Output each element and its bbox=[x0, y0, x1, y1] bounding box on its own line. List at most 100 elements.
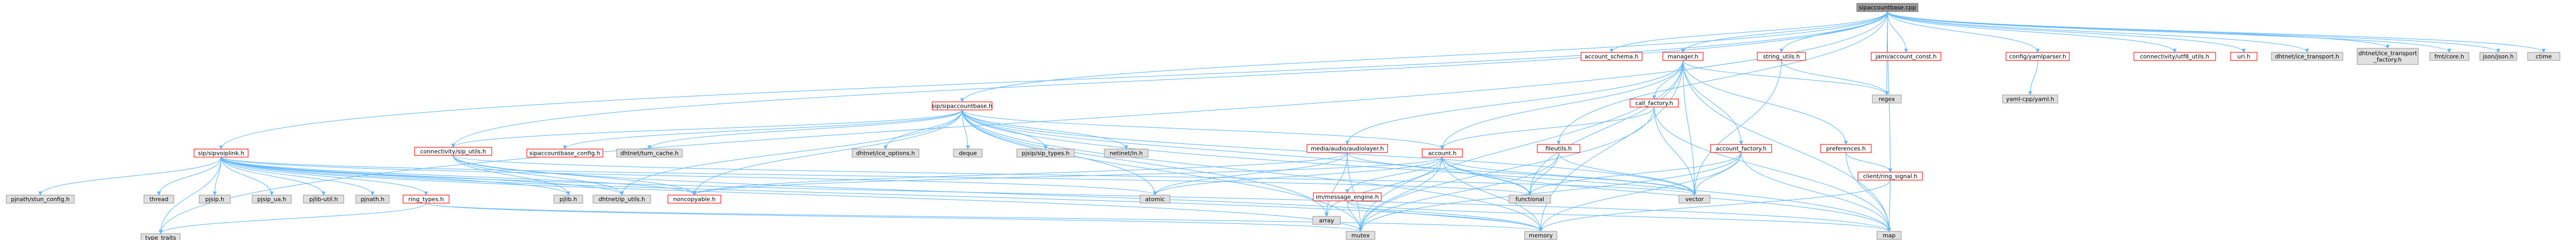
node-manager_h[interactable]: manager.h bbox=[1662, 52, 1704, 61]
edge-fileutils_h-to-mutex bbox=[1358, 152, 1559, 232]
node-box bbox=[2002, 94, 2058, 104]
node-im_message_engine_h[interactable]: im/message_engine.h bbox=[1313, 192, 1382, 201]
edge-preferences_h-to-map bbox=[1845, 152, 1891, 232]
edge-account_factory_h-to-mutex bbox=[1358, 152, 1742, 232]
edge-connectivity_sip_utils_h-to-pjlib_h bbox=[453, 155, 571, 196]
edge-account_h-to-noncopyable_h bbox=[692, 157, 1443, 196]
node-label: account_schema.h bbox=[1585, 54, 1638, 60]
node-pjlib_h: pjlib.h bbox=[553, 195, 583, 204]
node-box bbox=[1580, 52, 1643, 61]
node-box bbox=[1662, 52, 1704, 61]
node-box bbox=[1710, 144, 1772, 153]
node-label: account.h bbox=[1428, 151, 1456, 157]
node-sipaccountbase_cpp: sipaccountbase.cpp bbox=[1856, 3, 1918, 12]
node-string_utils_h[interactable]: string_utils.h bbox=[1757, 52, 1806, 61]
node-ring_types_h[interactable]: ring_types.h bbox=[402, 195, 450, 204]
node-noncopyable_h[interactable]: noncopyable.h bbox=[667, 195, 721, 204]
node-label: json/json.h bbox=[2482, 54, 2514, 60]
node-box bbox=[1757, 52, 1806, 61]
edge-string_utils_h-to-vector bbox=[1692, 60, 1782, 196]
edge-ring_types_h-to-type_traits bbox=[158, 203, 427, 234]
node-box bbox=[2230, 52, 2258, 61]
node-connectivity_utf8_utils_h[interactable]: connectivity/utf8_utils.h bbox=[2133, 52, 2216, 61]
node-label: client/ring_signal.h bbox=[1863, 174, 1918, 180]
edge-sip_sipvoiplink_h-to-pjlib_util_h bbox=[221, 157, 326, 196]
node-call_factory_h[interactable]: call_factory.h bbox=[1629, 98, 1679, 108]
node-sipaccountbase_config_h[interactable]: sipaccountbase_config.h bbox=[526, 148, 603, 158]
node-label: fileutils.h bbox=[1545, 146, 1572, 153]
node-preferences_h[interactable]: preferences.h bbox=[1820, 144, 1872, 153]
node-box bbox=[1876, 231, 1902, 240]
node-box bbox=[667, 195, 721, 204]
node-netinet_in_h: netinet/in.h bbox=[1104, 148, 1149, 158]
edge-string_utils_h-to-regex bbox=[1781, 60, 1889, 96]
node-fileutils_h[interactable]: fileutils.h bbox=[1537, 144, 1580, 153]
node-box bbox=[2527, 52, 2560, 61]
node-box bbox=[932, 101, 993, 111]
node-label: pjnath/stun_config.h bbox=[11, 197, 70, 203]
edge-sip_sipaccountbase_h-to-dhtnet_turn_cache_h bbox=[647, 109, 963, 150]
edge-manager_h-to-account_factory_h bbox=[1682, 60, 1743, 145]
node-label: pjlib.h bbox=[560, 197, 577, 203]
node-label: thread bbox=[150, 197, 169, 203]
edge-ring_types_h-to-mutex bbox=[425, 203, 1363, 232]
node-box bbox=[1312, 216, 1341, 225]
edge-account_factory_h-to-functional bbox=[1528, 152, 1742, 196]
edge-account_h-to-im_message_engine_h bbox=[1345, 157, 1443, 193]
node-dhtnet_ice_options_h: dhtnet/ice_options.h bbox=[852, 148, 920, 158]
node-connectivity_sip_utils_h[interactable]: connectivity/sip_utils.h bbox=[414, 147, 492, 156]
node-sip_sipaccountbase_h[interactable]: sip/sipaccountbase.h bbox=[932, 101, 993, 111]
edge-call_factory_h-to-mutex bbox=[1358, 106, 1655, 232]
node-label: connectivity/sip_utils.h bbox=[420, 149, 486, 155]
node-box bbox=[1104, 148, 1149, 158]
node-map: map bbox=[1876, 231, 1902, 240]
node-label: memory bbox=[1529, 233, 1553, 239]
node-pjnath_stun_config_h: pjnath/stun_config.h bbox=[6, 195, 75, 204]
node-uri_h[interactable]: uri.h bbox=[2230, 52, 2258, 61]
node-label: ctime bbox=[2536, 54, 2552, 60]
node-label: vector bbox=[1685, 197, 1704, 203]
node-box bbox=[1016, 148, 1075, 158]
edge-sipaccountbase_cpp-to-connectivity_utf8_utils_h bbox=[1887, 11, 2177, 53]
node-box bbox=[1422, 148, 1463, 158]
node-box bbox=[1313, 192, 1382, 201]
node-account_factory_h[interactable]: account_factory.h bbox=[1710, 144, 1772, 153]
edge-sipaccountbase_cpp-to-client_ring_signal_h bbox=[1887, 11, 1893, 173]
edge-sip_sipvoiplink_h-to-mutex bbox=[221, 157, 1363, 232]
node-mutex: mutex bbox=[1346, 231, 1376, 240]
edge-media_audio_audiolayer_h-to-atomic bbox=[1153, 152, 1348, 196]
edge-sip_sipaccountbase_h-to-pjsip_sip_types_h bbox=[962, 109, 1048, 150]
node-label: dhtnet/ice_transport bbox=[2358, 51, 2417, 57]
edge-sip_sipaccountbase_h-to-netinet_in_h bbox=[962, 109, 1129, 150]
node-label: yaml-cpp/yaml.h bbox=[2006, 97, 2054, 103]
node-jami_account_const_h[interactable]: jami/account_const.h bbox=[1871, 52, 1942, 61]
edge-sip_sipaccountbase_h-to-deque bbox=[962, 109, 970, 150]
edge-client_ring_signal_h-to-map bbox=[1887, 180, 1891, 232]
edge-client_ring_signal_h-to-memory bbox=[1538, 180, 1891, 232]
edge-ring_types_h-to-memory bbox=[425, 203, 1542, 232]
edge-sipaccountbase_cpp-to-config_yamlparser_h bbox=[1887, 11, 2040, 53]
node-pjsip_ua_h: pjsip_ua.h bbox=[252, 195, 292, 204]
edge-sip_sipvoiplink_h-to-functional bbox=[221, 157, 1532, 196]
edge-sipaccountbase_cpp-to-dhtnet_ice_transport_h bbox=[1887, 11, 2309, 53]
edge-sip_sipaccountbase_h-to-mutex bbox=[962, 109, 1363, 232]
node-account_h[interactable]: account.h bbox=[1422, 148, 1463, 158]
node-config_yamlparser_h[interactable]: config/yamlparser.h bbox=[2005, 52, 2070, 61]
edge-fileutils_h-to-functional bbox=[1528, 152, 1559, 196]
node-box bbox=[526, 148, 603, 158]
node-pjnath_h: pjnath.h bbox=[355, 195, 390, 204]
node-sip_sipvoiplink_h[interactable]: sip/sipvoiplink.h bbox=[193, 148, 249, 158]
node-media_audio_audiolayer_h[interactable]: media/audio/audiolayer.h bbox=[1306, 144, 1388, 153]
node-deque: deque bbox=[953, 148, 983, 158]
node-label: pjnath.h bbox=[360, 197, 384, 203]
node-label: mutex bbox=[1351, 233, 1370, 239]
edge-account_h-to-functional bbox=[1442, 157, 1532, 196]
edge-sip_sipaccountbase_h-to-dhtnet_ice_options_h bbox=[883, 109, 963, 150]
node-box bbox=[1678, 195, 1711, 204]
node-pjsip_h: pjsip.h bbox=[199, 195, 231, 204]
node-client_ring_signal_h[interactable]: client/ring_signal.h bbox=[1857, 172, 1923, 181]
node-box bbox=[355, 195, 390, 204]
node-account_schema_h[interactable]: account_schema.h bbox=[1580, 52, 1643, 61]
edge-sip_sipaccountbase_h-to-noncopyable_h bbox=[692, 109, 963, 196]
node-yaml_cpp_yaml_h: yaml-cpp/yaml.h bbox=[2002, 94, 2058, 104]
